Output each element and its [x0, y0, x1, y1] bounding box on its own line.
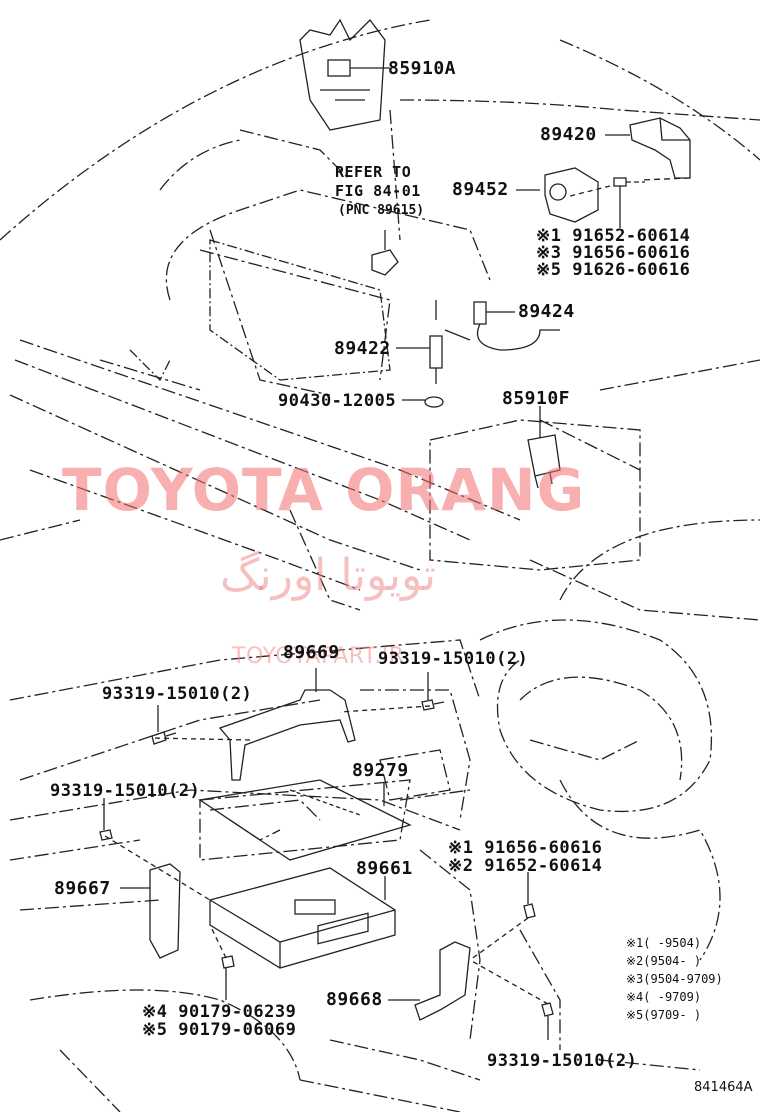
- label-note-5a: ※5 91626-60616: [536, 260, 691, 280]
- bracket-89667-drawing: [120, 863, 181, 959]
- label-note-5c: ※5 90179-06069: [142, 1020, 297, 1040]
- legend-item: ※4( -9709): [626, 990, 702, 1004]
- label-89668: 89668: [326, 989, 383, 1010]
- tray-89279-drawing: [198, 779, 412, 861]
- legend-item: ※5(9709- ): [626, 1008, 702, 1022]
- watermark-persian-text: تویوتا اورنگ: [220, 550, 436, 601]
- label-89420: 89420: [540, 124, 597, 145]
- label-note-1b: ※1 91656-60616: [448, 838, 603, 858]
- label-90430: 90430-12005: [278, 391, 397, 411]
- leader-lines-dashed: [104, 185, 611, 1005]
- label-89667: 89667: [54, 878, 111, 899]
- label-note-2b: ※2 91652-60614: [448, 856, 603, 876]
- drawing-code: 841464A: [694, 1080, 753, 1095]
- label-85910f: 85910F: [502, 388, 571, 409]
- sensor-89615-drawing: [371, 230, 399, 276]
- bracket-89669-drawing: [218, 668, 356, 781]
- sensor-89424-drawing: [435, 300, 560, 351]
- label-89452: 89452: [452, 179, 509, 200]
- label-85910a: 85910A: [388, 58, 457, 79]
- label-89669: 89669: [283, 642, 340, 663]
- label-bolt-93319-left: 93319-15010(2): [102, 684, 253, 704]
- label-89661: 89661: [356, 858, 413, 879]
- label-bolt-93319-mid-left: 93319-15010(2): [50, 781, 201, 801]
- watermark-small-text: TOYOTAPART.IR: [232, 644, 405, 669]
- label-bolt-93319-top-right: 93319-15010(2): [378, 649, 529, 669]
- legend-item: ※2(9504- ): [626, 954, 702, 968]
- washer-90430-drawing: [402, 396, 444, 408]
- sensor-89420-drawing: [605, 117, 691, 181]
- label-note-1a: ※1 91652-60614: [536, 226, 691, 246]
- bolts-drawing: [99, 672, 554, 1040]
- bracket-89668-drawing: [388, 941, 471, 1021]
- label-note-3a: ※3 91656-60616: [536, 243, 691, 263]
- watermark-main-text: TOYOTA ORANG: [62, 456, 586, 524]
- relay-85910f-drawing: [527, 406, 561, 489]
- label-89279: 89279: [352, 760, 409, 781]
- body-outline-lines: [0, 19, 760, 1112]
- sensor-89452-drawing: [516, 167, 645, 228]
- ecu-89661-drawing: [209, 867, 396, 969]
- label-bolt-93319-bottom: 93319-15010(2): [487, 1051, 638, 1071]
- label-refer-pnc: (PNC 89615): [338, 203, 425, 218]
- legend-item: ※1( -9504): [626, 936, 702, 950]
- label-refer-fig: FIG 84-01: [335, 182, 421, 200]
- label-refer-to: REFER TO: [335, 163, 412, 181]
- sensor-89422-drawing: [396, 335, 443, 384]
- label-89424: 89424: [518, 301, 575, 322]
- label-note-4c: ※4 90179-06239: [142, 1002, 297, 1022]
- relay-85910a-drawing: [299, 18, 390, 131]
- legend-block: ※1( -9504) ※2(9504- ) ※3(9504-9709) ※4( …: [626, 934, 723, 1024]
- legend-item: ※3(9504-9709): [626, 972, 723, 986]
- engine-outline: [129, 239, 391, 382]
- label-89422: 89422: [334, 338, 391, 359]
